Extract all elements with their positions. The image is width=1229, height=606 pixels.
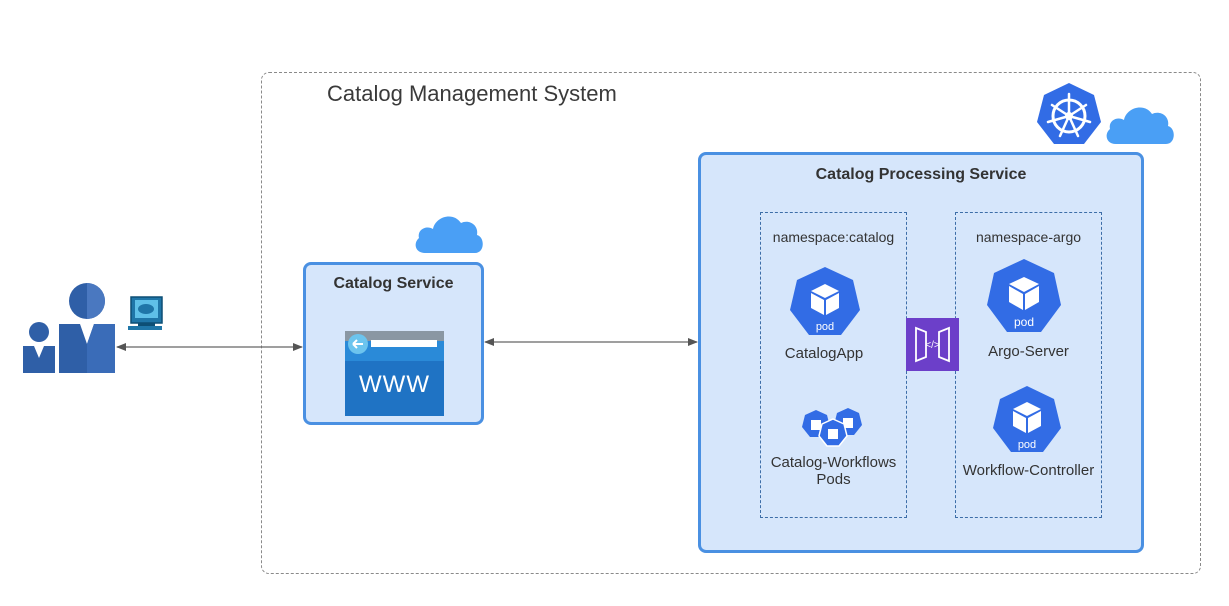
users-icon	[23, 283, 115, 373]
cloud-icon	[415, 216, 483, 253]
catalog-service-box: Catalog Service WWW	[303, 262, 484, 425]
catalog-service-title: Catalog Service	[333, 275, 454, 292]
catalog-processing-service-title: Catalog Processing Service	[815, 166, 1027, 183]
api-gateway-icon: </>	[906, 318, 959, 371]
pod-label-pods: Pods	[816, 471, 851, 488]
pod-label-catalog-workflows: Catalog-Workflows	[770, 454, 897, 471]
pod-group-icon	[802, 408, 862, 447]
svg-text:pod: pod	[816, 321, 834, 333]
pod-label-catalogapp: CatalogApp	[784, 345, 864, 362]
pod-icon: pod	[993, 386, 1061, 452]
pod-icon: pod	[987, 259, 1061, 332]
pod-icon: pod	[790, 267, 860, 335]
svg-text:pod: pod	[1014, 315, 1034, 329]
web-browser-icon: WWW	[345, 331, 444, 416]
kubernetes-icon	[1037, 83, 1101, 144]
cloud-icon	[1106, 107, 1174, 144]
svg-text:</>: </>	[925, 340, 940, 351]
pod-label-workflow-controller: Workflow-Controller	[962, 462, 1095, 479]
namespace-argo-label: namespace-argo	[975, 229, 1082, 245]
pod-label-argo-server: Argo-Server	[988, 343, 1069, 360]
computer-terminal-icon	[128, 296, 163, 330]
system-title: Catalog Management System	[327, 81, 617, 106]
namespace-catalog-label: namespace:catalog	[772, 229, 895, 245]
svg-text:pod: pod	[1018, 439, 1036, 451]
system-boundary	[261, 72, 1201, 574]
www-text: WWW	[359, 371, 430, 398]
